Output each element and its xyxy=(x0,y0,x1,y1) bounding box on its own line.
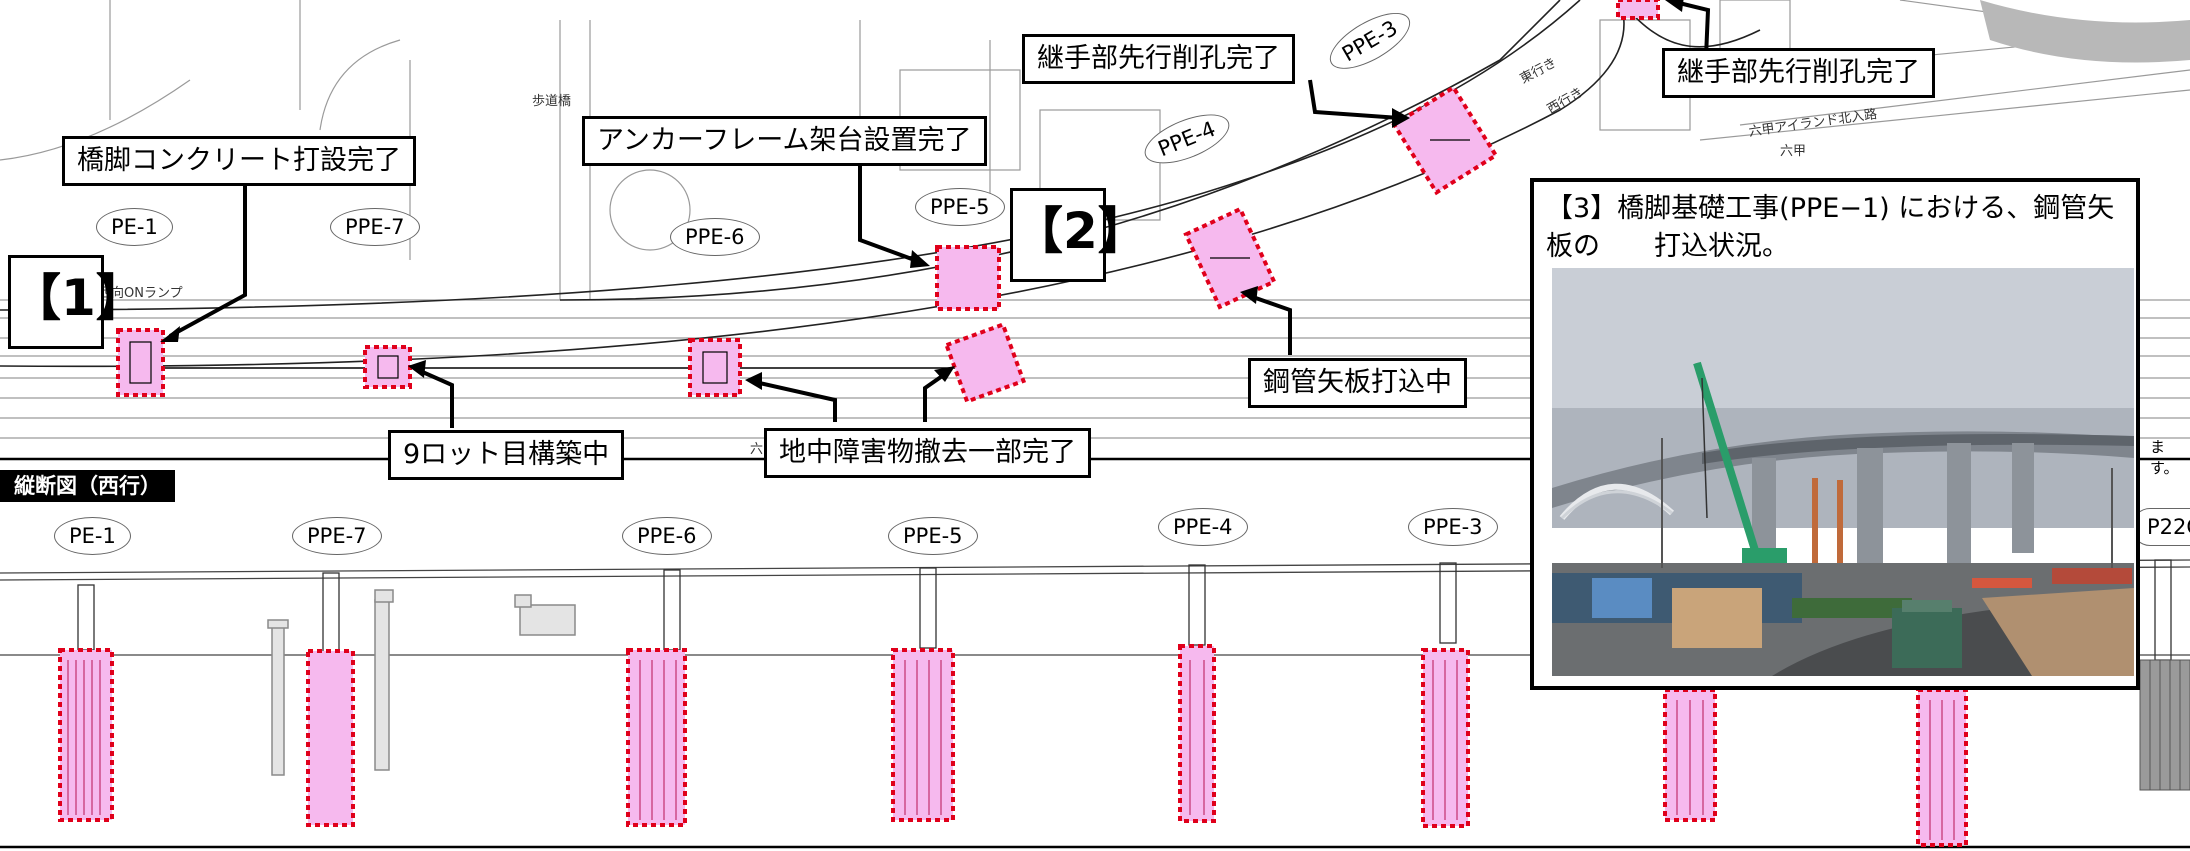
callout-lot9: 9ロット目構築中 xyxy=(388,430,625,480)
plan-footprint-top xyxy=(1616,0,1660,20)
plan-pier-tag-ppe6: PPE-6 xyxy=(670,218,760,256)
marker-2: 【2】 xyxy=(1010,188,1148,282)
pile-lines xyxy=(67,660,1955,840)
arrow-joint-right xyxy=(1674,0,1711,58)
ramp-label: 西向ONランプ xyxy=(98,286,183,301)
footbridge-label: 歩道橋 xyxy=(532,94,572,109)
plan-footprint-ppe5a xyxy=(935,245,1001,311)
callout-joint-left: 継手部先行削孔完了 xyxy=(1022,34,1295,84)
arrow-pier-concrete xyxy=(169,186,247,338)
section-pier-tag-ppe4: PPE-4 xyxy=(1158,508,1248,546)
plan-footprint-ppe7 xyxy=(363,345,412,389)
plan-pier-tag-pe1: PE-1 xyxy=(96,208,173,246)
plan-footprint-ppe6 xyxy=(688,338,742,397)
section-pier-tag-p22c: P22C xyxy=(2132,508,2190,546)
photo-caption: 【3】橋脚基礎工事(PPE−1) における、鋼管矢板の 打込状況。 xyxy=(1546,193,2115,262)
mini-label-b: 六 xyxy=(750,442,764,457)
section-foundation-pe1 xyxy=(58,648,114,822)
p22c-piles xyxy=(2139,659,2190,791)
plan-pier-tag-ppe7: PPE-7 xyxy=(330,208,420,246)
arrow-lot9 xyxy=(417,368,454,428)
callout-joint-right: 継手部先行削孔完了 xyxy=(1662,48,1935,98)
arrow-obstacle-left xyxy=(754,380,837,422)
existing-piles xyxy=(267,589,576,776)
section-pier-tag-ppe5: PPE-5 xyxy=(888,517,978,555)
arrow-steel-pile xyxy=(1249,294,1292,355)
section-pier-tag-ppe6: PPE-6 xyxy=(622,517,712,555)
arrow-obstacle-right xyxy=(923,370,950,422)
section-pier-tag-ppe7: PPE-7 xyxy=(292,517,382,555)
photo-panel: 【3】橋脚基礎工事(PPE−1) における、鋼管矢板の 打込状況。 xyxy=(1530,178,2140,690)
note-tail: ます。 xyxy=(2150,438,2179,477)
mini-label-a: 六甲 xyxy=(1780,144,1807,159)
plan-pier-highlights xyxy=(116,0,1660,405)
plan-footprint-pe1 xyxy=(116,328,165,397)
section-title: 縦断図（西行） xyxy=(0,470,175,502)
callout-arrows xyxy=(169,0,1711,428)
section-foundation-ppe7 xyxy=(306,649,355,827)
plan-footprint-ppe5b xyxy=(943,321,1027,405)
callout-pier-concrete: 橋脚コンクリート打設完了 xyxy=(62,136,416,186)
ramp-band xyxy=(1980,0,2190,63)
plan-pier-tag-ppe5: PPE-5 xyxy=(915,188,1005,226)
arrow-heads xyxy=(160,0,1684,390)
callout-obstacle-removal: 地中障害物撤去一部完了 xyxy=(764,428,1091,478)
marker-1: 【1】 xyxy=(8,255,146,349)
section-pier-tag-pe1: PE-1 xyxy=(54,517,131,555)
arrow-joint-left xyxy=(1308,79,1401,120)
section-foundation-ppe5 xyxy=(891,648,955,822)
section-pier-tag-ppe3: PPE-3 xyxy=(1408,508,1498,546)
section-foundation-ppe4 xyxy=(1178,644,1216,823)
site-photo xyxy=(1552,268,2134,676)
callout-steel-pile: 鋼管矢板打込中 xyxy=(1248,358,1467,408)
arrow-anchor-frame xyxy=(858,165,921,264)
callout-anchor-frame: アンカーフレーム架台設置完了 xyxy=(582,116,987,166)
